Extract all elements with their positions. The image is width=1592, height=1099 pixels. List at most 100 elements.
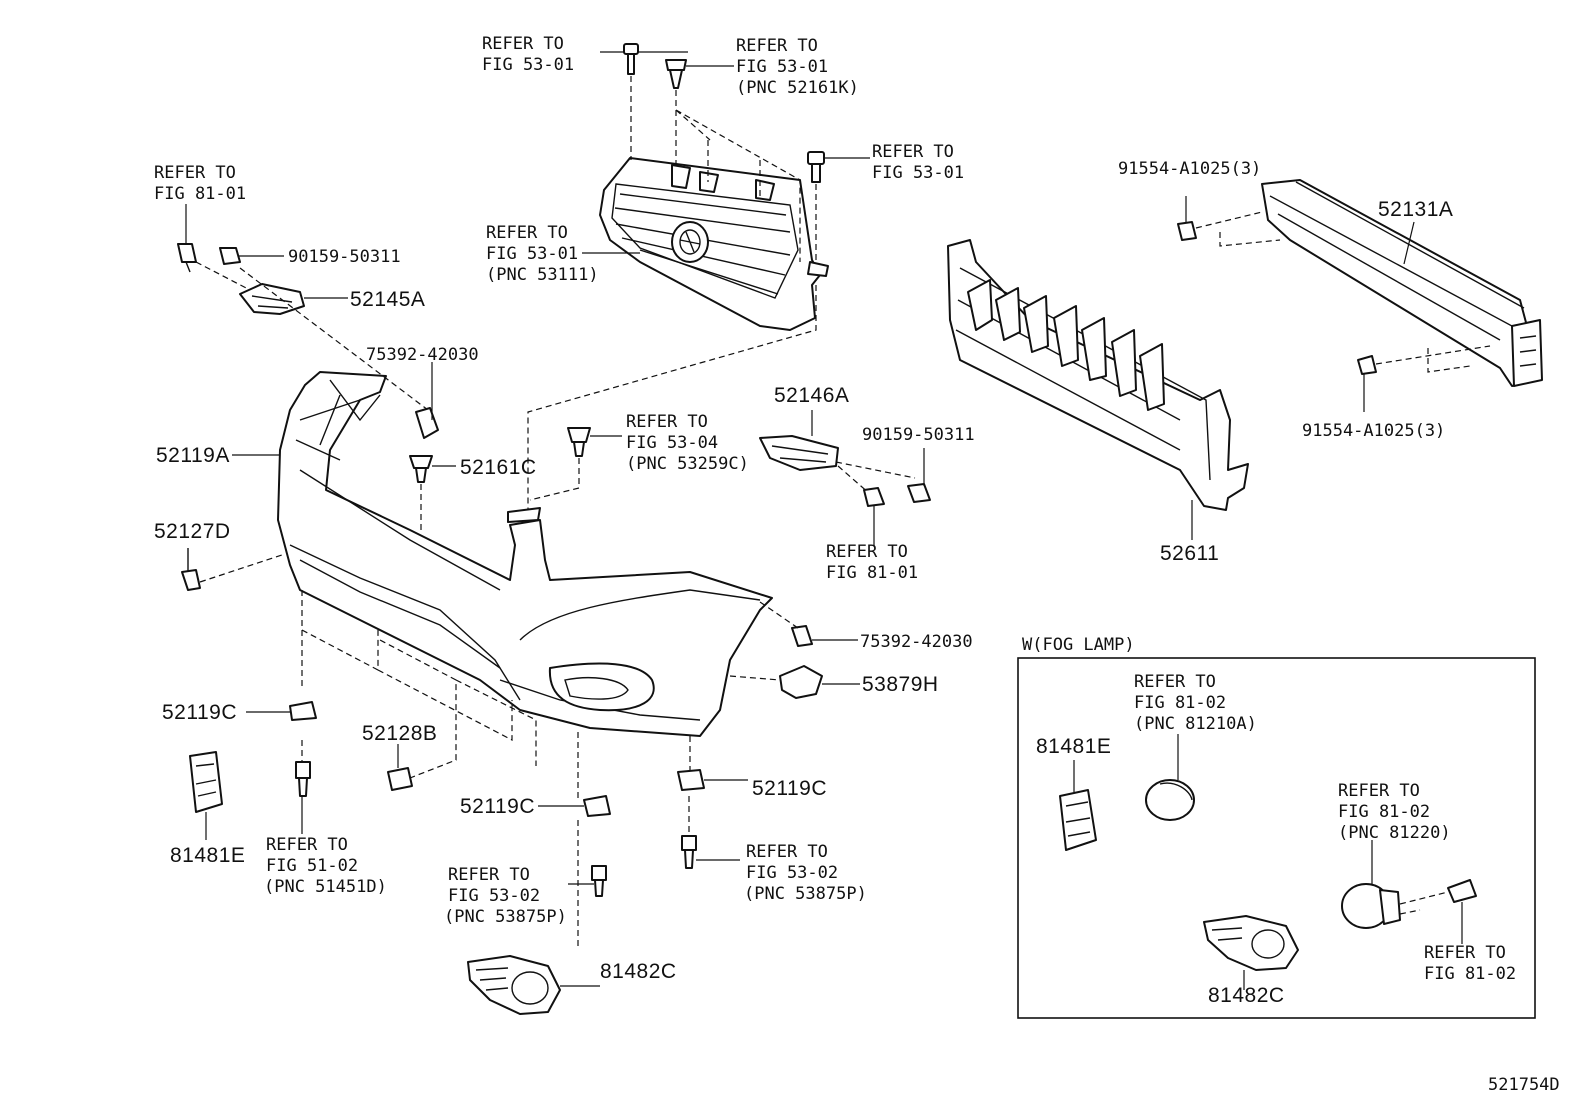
ref-line-1: REFER TO: [1424, 943, 1506, 963]
ref-line-3: (PNC 81210A): [1134, 714, 1257, 734]
part-53879H: 53879H: [862, 673, 939, 696]
diagram-code: 521754D: [1488, 1075, 1560, 1095]
ref-line-1: REFER TO: [826, 542, 908, 562]
ref-line-1: REFER TO: [486, 223, 568, 243]
ref-line-2: FIG 53-04: [626, 433, 718, 453]
ref-line-2: FIG 53-01: [736, 57, 828, 77]
clip-52119C-right: [677, 769, 748, 791]
part-91554-A1025-bottom: 91554-A1025(3): [1302, 421, 1445, 441]
ref-line-2: FIG 53-01: [482, 55, 574, 75]
ref-line-1: REFER TO: [266, 835, 348, 855]
fog-lamp-option-box: [1017, 657, 1536, 1019]
bolt-refer-81-01-right: [863, 487, 885, 546]
grille-bolt-right: [807, 151, 870, 183]
ref-line-3: (PNC 53875P): [444, 907, 567, 927]
bolt-90159-left: [219, 247, 284, 265]
ref-line-1: REFER TO: [482, 34, 564, 54]
part-90159-50311-right: 90159-50311: [862, 425, 975, 445]
clip-52119C-left: [246, 701, 317, 721]
ref-line-3: (PNC 53259C): [626, 454, 749, 474]
ref-line-2: FIG 53-02: [448, 886, 540, 906]
bolt-refer-53-02-right: [681, 796, 740, 869]
part-52128B: 52128B: [362, 722, 437, 745]
bolt-90159-right: [907, 448, 931, 503]
callout-refer-fog-lamp-unit: REFER TO FIG 81-02 (PNC 81220): [1338, 781, 1451, 843]
ref-line-2: FIG 51-02: [266, 856, 358, 876]
callout-refer-bolt-top-left: REFER TO FIG 81-01: [154, 163, 246, 204]
bumper-cover: [277, 371, 773, 737]
fog-lamp-socket: [1145, 734, 1195, 821]
part-52119A: 52119A: [156, 444, 230, 467]
radiator-grille: [599, 157, 829, 331]
part-52146A: 52146A: [774, 384, 849, 407]
bolt-refer-51-02: [295, 761, 311, 797]
callout-refer-grille-right: REFER TO FIG 53-01: [872, 142, 964, 183]
fog-lamp-bezel-main: [467, 955, 600, 1015]
screw-75392-top: [415, 362, 439, 439]
ref-line-1: REFER TO: [746, 842, 828, 862]
ref-line-3: (PNC 51451D): [264, 877, 387, 897]
fog-lamp-unit: [1341, 840, 1449, 929]
seal-52128B: [387, 744, 413, 791]
grille-clip-top: [665, 59, 734, 89]
bolt-91554-bottom: [1357, 345, 1491, 412]
part-52127D: 52127D: [154, 520, 231, 543]
callout-refer-grille-left: REFER TO FIG 53-01 (PNC 53111): [486, 223, 599, 285]
callout-refer-fog-lamp-screw: REFER TO FIG 81-02: [1424, 943, 1516, 984]
callout-refer-bolt-center-right: REFER TO FIG 81-01: [826, 542, 918, 583]
part-91554-A1025-top: 91554-A1025(3): [1118, 159, 1261, 179]
bolt-refer-53-02-center: [568, 865, 607, 897]
ref-line-3: (PNC 53111): [486, 265, 599, 285]
part-52145A: 52145A: [350, 288, 425, 311]
ref-line-1: REFER TO: [626, 412, 708, 432]
energy-absorber: [947, 239, 1249, 540]
clip-refer-53-04: [529, 427, 622, 501]
side-seal-52127D: [181, 548, 283, 591]
clip-52161C: [409, 455, 456, 530]
part-52119C-right: 52119C: [752, 777, 827, 800]
clip-52119C-center: [538, 795, 611, 817]
ref-line-2: FIG 81-01: [826, 563, 918, 583]
callout-refer-bolt-bottom-center: REFER TO FIG 53-02 (PNC 53875P): [444, 865, 567, 927]
ref-line-2: FIG 81-02: [1134, 693, 1226, 713]
ref-line-3: (PNC 53875P): [744, 884, 867, 904]
ref-line-2: FIG 53-01: [872, 163, 964, 183]
part-81481E-left: 81481E: [170, 844, 245, 867]
ref-line-1: REFER TO: [154, 163, 236, 183]
part-52161C: 52161C: [460, 456, 537, 479]
part-81481E-fog: 81481E: [1036, 735, 1111, 758]
part-75392-42030-right: 75392-42030: [860, 632, 973, 652]
ref-line-1: REFER TO: [736, 36, 818, 56]
callout-refer-fog-lamp-cover: REFER TO FIG 81-02 (PNC 81210A): [1134, 672, 1257, 734]
fog-lamp-box-title: W(FOG LAMP): [1022, 635, 1135, 655]
ref-line-1: REFER TO: [1338, 781, 1420, 801]
callout-refer-grille-top-left: REFER TO FIG 53-01: [482, 34, 574, 75]
ref-line-1: REFER TO: [448, 865, 530, 885]
ref-line-3: (PNC 81220): [1338, 823, 1451, 843]
bumper-retainer-right: [759, 410, 916, 495]
callout-refer-bolt-bottom-right: REFER TO FIG 53-02 (PNC 53875P): [744, 842, 867, 904]
bolt-91554-top: [1177, 196, 1281, 247]
part-81482C-main: 81482C: [600, 960, 677, 983]
ref-line-2: FIG 53-01: [486, 244, 578, 264]
part-81482C-fog: 81482C: [1208, 984, 1285, 1007]
callout-refer-clip-center: REFER TO FIG 53-04 (PNC 53259C): [626, 412, 749, 474]
part-75392-42030-top: 75392-42030: [366, 345, 479, 365]
bracket-53879H: [729, 665, 860, 699]
ref-line-1: REFER TO: [872, 142, 954, 162]
screw-75392-right: [759, 601, 858, 647]
ref-line-2: FIG 81-02: [1424, 964, 1516, 984]
fog-lamp-bezel-in-box: [1203, 915, 1299, 990]
part-52119C-center: 52119C: [460, 795, 535, 818]
fog-lamp-screw: [1447, 879, 1477, 944]
ref-line-2: FIG 81-01: [154, 184, 246, 204]
part-52611: 52611: [1160, 542, 1219, 565]
part-90159-50311-left: 90159-50311: [288, 247, 401, 267]
callout-refer-bolt-bottom-left: REFER TO FIG 51-02 (PNC 51451D): [264, 835, 387, 897]
fog-lamp-cover-in-box: [1059, 760, 1097, 851]
ref-line-2: FIG 81-02: [1338, 802, 1430, 822]
ref-line-3: (PNC 52161K): [736, 78, 859, 98]
part-52119C-left: 52119C: [162, 701, 237, 724]
bumper-reinforcement: [1261, 179, 1543, 387]
